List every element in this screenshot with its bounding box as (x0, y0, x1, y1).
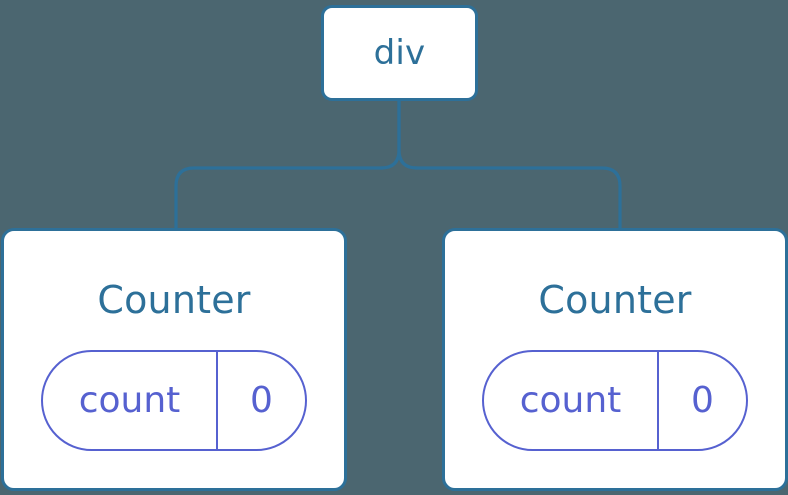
node-counter-right[interactable]: Counter count 0 (442, 228, 788, 491)
edge-div-trunk (380, 100, 401, 170)
state-value-label: 0 (691, 379, 714, 421)
state-pill-counter-left: count 0 (41, 350, 307, 451)
node-counter-right-label: Counter (538, 278, 692, 322)
edge-div-to-counter-right (415, 166, 622, 230)
node-div-label: div (373, 33, 426, 73)
state-value-label: 0 (250, 379, 273, 421)
state-key-label: count (43, 352, 218, 449)
edge-div-trunk-mirror (397, 100, 418, 170)
state-pill-counter-right: count 0 (482, 350, 748, 451)
node-counter-left[interactable]: Counter count 0 (1, 228, 347, 491)
node-div[interactable]: div (321, 5, 478, 101)
state-key-label: count (484, 352, 659, 449)
edge-div-to-counter-left (174, 166, 383, 230)
node-counter-left-label: Counter (97, 278, 251, 322)
